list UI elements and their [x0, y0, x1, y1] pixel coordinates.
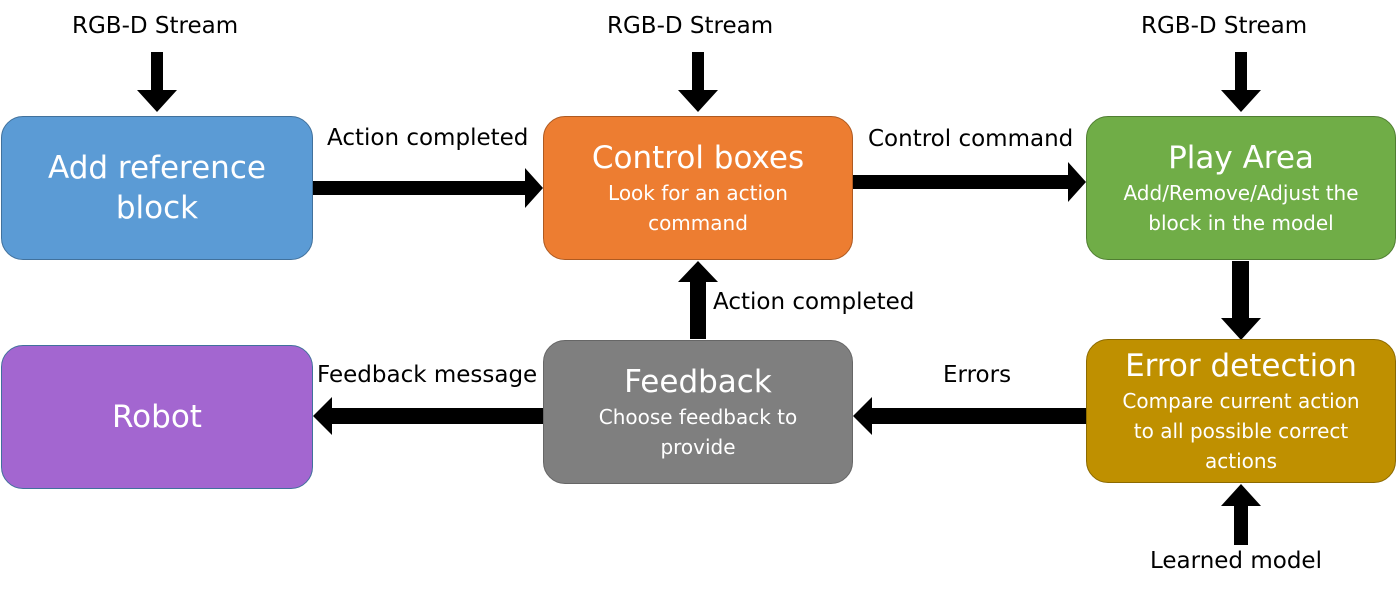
node-subtitle: Add/Remove/Adjust the block in the model [1123, 181, 1359, 236]
node-title: Add reference block [48, 149, 266, 226]
stream-label-right: RGB-D Stream [1141, 13, 1308, 39]
arrow-feedback-to-control [678, 261, 718, 339]
arrow-stream-right [1221, 52, 1261, 112]
arrow-feedback-to-robot [313, 397, 543, 435]
node-title: Robot [112, 398, 202, 435]
edge-label-control-to-play: Control command [868, 126, 1074, 152]
node-play-area: Play Area Add/Remove/Adjust the block in… [1086, 116, 1396, 260]
node-add-reference-block: Add reference block [1, 116, 313, 260]
node-title: Error detection [1125, 347, 1357, 384]
node-feedback: Feedback Choose feedback to provide [543, 340, 853, 484]
edge-label-error-to-feedback: Errors [943, 362, 1012, 388]
stream-label-center: RGB-D Stream [607, 13, 774, 39]
learned-model-label: Learned model [1150, 548, 1322, 574]
edge-label-add-to-control: Action completed [327, 125, 529, 151]
arrow-play-to-error [1221, 261, 1261, 340]
node-title: Feedback [624, 363, 772, 400]
node-error-detection: Error detection Compare current action t… [1086, 339, 1396, 483]
node-subtitle: Compare current action to all possible c… [1122, 389, 1360, 474]
node-subtitle: Look for an action command [608, 181, 788, 236]
arrow-add-to-control [313, 168, 543, 208]
edge-label-feedback-to-control: Action completed [713, 289, 915, 315]
stream-label-left: RGB-D Stream [72, 13, 239, 39]
node-title: Play Area [1168, 139, 1314, 176]
node-robot: Robot [1, 345, 313, 489]
node-title: Control boxes [591, 139, 805, 176]
arrow-stream-left [137, 52, 177, 112]
edge-label-feedback-to-robot: Feedback message [317, 362, 538, 388]
arrow-control-to-play [853, 162, 1086, 202]
arrow-stream-center [678, 52, 718, 112]
arrow-model-to-error [1221, 484, 1261, 545]
arrow-error-to-feedback [853, 397, 1086, 435]
node-subtitle: Choose feedback to provide [598, 405, 798, 460]
node-control-boxes: Control boxes Look for an action command [543, 116, 853, 260]
